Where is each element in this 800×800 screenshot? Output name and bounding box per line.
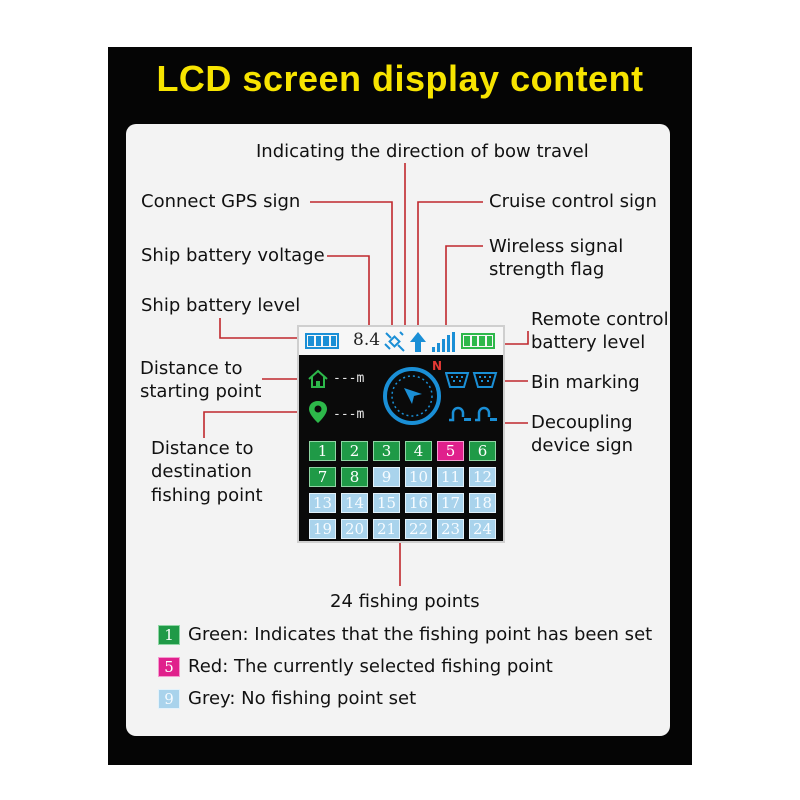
signal-bars-icon xyxy=(432,332,455,352)
fishing-point-cell: 2 xyxy=(341,441,368,461)
label-fishing-points: 24 fishing points xyxy=(330,591,480,612)
legend-green: 1 Green: Indicates that the fishing poin… xyxy=(158,624,652,645)
fishing-point-cell: 10 xyxy=(405,467,432,487)
label-dest-1: Distance to xyxy=(151,438,254,459)
decoupling-icon xyxy=(449,406,497,422)
fishing-point-cell: 6 xyxy=(469,441,496,461)
fishing-point-cell: 13 xyxy=(309,493,336,513)
label-start-1: Distance to xyxy=(140,358,243,379)
legend-green-text: Green: Indicates that the fishing point … xyxy=(188,624,653,645)
fishing-point-cell: 23 xyxy=(437,519,464,539)
lcd-status-bar: 8.4 xyxy=(299,327,503,355)
label-remote-1: Remote control xyxy=(531,309,669,330)
lcd-screen: 8.4 ---m ---m xyxy=(297,325,505,543)
fishing-point-cell: 15 xyxy=(373,493,400,513)
fishing-point-cell: 4 xyxy=(405,441,432,461)
legend-red: 5 Red: The currently selected fishing po… xyxy=(158,656,553,677)
fishing-point-cell: 5 xyxy=(437,441,464,461)
label-wireless-2: strength flag xyxy=(489,259,605,280)
home-icon xyxy=(308,369,328,388)
voltage-line xyxy=(327,255,370,333)
label-ship-battery: Ship battery level xyxy=(141,295,301,316)
legend-red-text: Red: The currently selected fishing poin… xyxy=(188,656,553,677)
legend-grey-swatch: 9 xyxy=(158,688,180,709)
label-dest-3: fishing point xyxy=(151,485,263,506)
label-decouple-1: Decoupling xyxy=(531,412,633,433)
fishing-point-cell: 22 xyxy=(405,519,432,539)
label-decouple-2: device sign xyxy=(531,435,634,456)
dest-line xyxy=(203,411,304,438)
remote-battery-line xyxy=(497,331,529,345)
fishing-point-cell: 19 xyxy=(309,519,336,539)
label-wireless-1: Wireless signal xyxy=(489,236,624,257)
fishing-point-cell: 20 xyxy=(341,519,368,539)
bin-marking-icon xyxy=(445,372,498,388)
label-bow-direction: Indicating the direction of bow travel xyxy=(256,141,589,162)
fishing-point-cell: 9 xyxy=(373,467,400,487)
fishing-point-cell: 8 xyxy=(341,467,368,487)
fishing-point-cell: 17 xyxy=(437,493,464,513)
fishing-point-cell: 11 xyxy=(437,467,464,487)
fishing-point-cell: 14 xyxy=(341,493,368,513)
label-bin: Bin marking xyxy=(531,372,640,393)
fishing-point-cell: 7 xyxy=(309,467,336,487)
fishing-point-cell: 18 xyxy=(469,493,496,513)
page-title: LCD screen display content xyxy=(156,58,644,99)
fishing-point-cell: 12 xyxy=(469,467,496,487)
label-remote-2: battery level xyxy=(531,332,646,353)
label-ship-voltage: Ship battery voltage xyxy=(141,245,325,266)
label-start-2: starting point xyxy=(140,381,262,402)
ship-battery-line xyxy=(219,318,302,339)
label-cruise: Cruise control sign xyxy=(489,191,657,212)
compass-north-label: N xyxy=(432,359,443,373)
legend-grey-text: Grey: No fishing point set xyxy=(188,688,417,709)
ship-battery-icon xyxy=(305,333,339,349)
remote-battery-icon xyxy=(461,333,495,349)
gps-satellite-icon xyxy=(384,331,405,352)
fishing-point-cell: 16 xyxy=(405,493,432,513)
location-pin-icon xyxy=(309,401,327,423)
legend-red-swatch: 5 xyxy=(158,656,180,677)
label-gps: Connect GPS sign xyxy=(141,191,301,212)
fishing-point-cell: 21 xyxy=(373,519,400,539)
gps-line xyxy=(310,201,393,333)
legend-grey: 9 Grey: No fishing point set xyxy=(158,688,416,709)
fishing-point-cell: 24 xyxy=(469,519,496,539)
cruise-arrow-icon xyxy=(410,332,426,352)
label-dest-2: destination xyxy=(151,461,252,482)
fishing-point-cell: 1 xyxy=(309,441,336,461)
voltage-value: 8.4 xyxy=(353,330,381,350)
fishing-point-cell: 3 xyxy=(373,441,400,461)
legend-green-swatch: 1 xyxy=(158,624,180,645)
distance-start-value: ---m xyxy=(333,371,365,386)
cruise-line xyxy=(417,201,483,333)
compass-icon xyxy=(383,367,441,425)
distance-destination-value: ---m xyxy=(333,407,365,422)
wireless-line xyxy=(445,245,483,333)
